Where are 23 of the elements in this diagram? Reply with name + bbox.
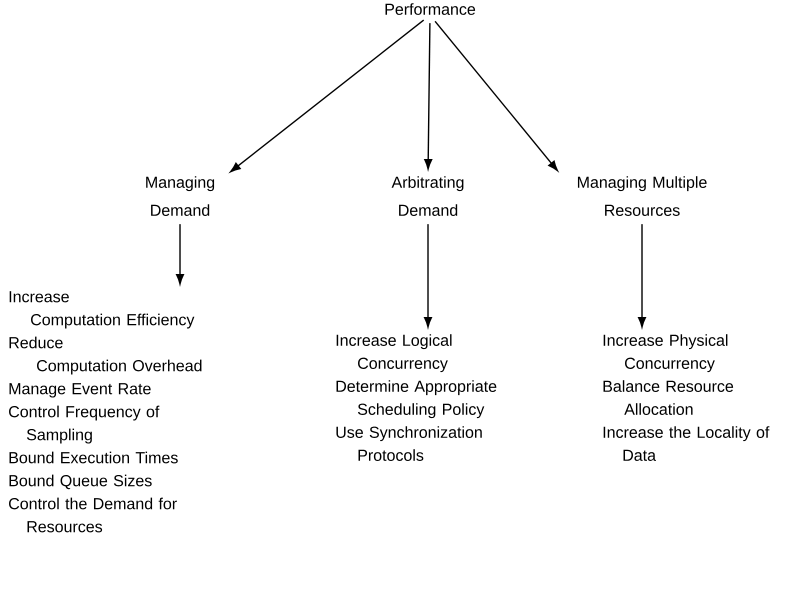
list-item: Increase Physical Concurrency <box>604 334 728 372</box>
arrow <box>434 20 558 172</box>
list-item: Bound Execution Times <box>10 452 178 464</box>
list-item: Reduce Computation Overhead <box>10 336 202 375</box>
list-item: Use Synchronization Protocols <box>336 426 482 461</box>
list-item: Bound Queue Sizes <box>10 474 152 490</box>
list-item: Increase the Locality of Data <box>604 426 770 461</box>
list-item: Control the Demand for Resources <box>9 498 177 532</box>
category-label: Managing Demand <box>146 176 214 216</box>
list-item: Determine Appropriate Scheduling Policy <box>336 380 496 418</box>
arrow <box>230 20 424 172</box>
root-label: Performance <box>386 3 476 15</box>
arrow <box>424 224 432 328</box>
arrow <box>424 23 432 170</box>
list-item: Balance Resource Allocation <box>604 380 734 415</box>
list-item: Increase Computation Efficiency <box>10 291 194 329</box>
list-item: Manage Event Rate <box>10 383 151 398</box>
arrow <box>176 224 184 285</box>
list-item: Increase Logical Concurrency <box>336 334 452 372</box>
category-label: Arbitrating Demand <box>392 176 464 216</box>
arrow <box>638 224 646 328</box>
list-item: Control Frequency of Sampling <box>9 406 160 444</box>
category-label: Managing Multiple Resources <box>578 176 707 216</box>
